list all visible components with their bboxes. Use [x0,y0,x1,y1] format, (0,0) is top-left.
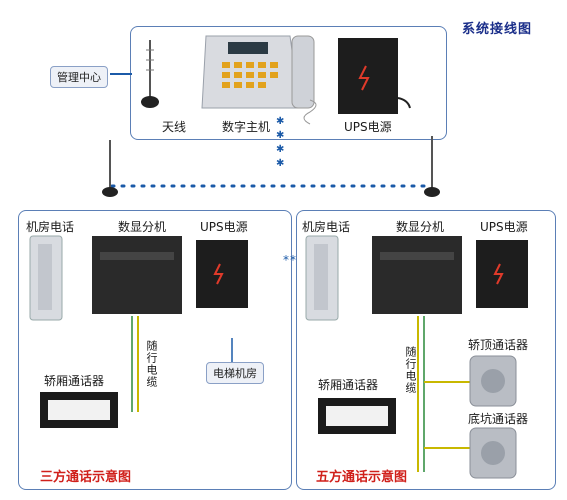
left-room-phone-icon [29,235,63,321]
right-cable-label: 随行电缆 [404,346,417,394]
top-ups-icon [338,38,411,114]
top-antenna-label: 天线 [162,120,187,134]
right-panel-caption: 五方通话示意图 [316,470,408,485]
left-panel-caption: 三方通话示意图 [40,470,132,485]
svg-text:✱: ✱ [276,158,284,169]
right-car-phone-icon [318,398,396,434]
right-pit-label: 底坑通话器 [468,412,529,426]
host-bus-link: ✱ ✱ ✱ ✱ [276,116,284,169]
left-display-ext-icon [92,236,182,314]
right-panel [296,210,556,490]
left-room-phone-label: 机房电话 [26,220,75,234]
diagram-title: 系统接线图 [462,22,533,37]
top-panel [130,26,447,140]
right-car-top-intercom-icon [469,355,517,407]
elevator-room-tag: 电梯机房 [206,362,264,384]
left-ups-label: UPS电源 [200,220,248,234]
right-display-ext-label: 数显分机 [396,220,445,234]
left-antenna-icon [102,140,118,197]
left-display-ext-label: 数显分机 [118,220,167,234]
right-car-top-label: 轿顶通话器 [468,338,529,352]
right-car-phone-label: 轿厢通话器 [318,378,379,392]
left-panel [18,210,292,490]
right-antenna-icon [424,136,440,197]
right-pit-intercom-icon [469,427,517,479]
top-host-label: 数字主机 [222,120,271,134]
right-room-phone-icon [305,235,339,321]
right-room-phone-label: 机房电话 [302,220,351,234]
svg-text:✱: ✱ [276,130,284,141]
top-antenna-icon [141,40,159,108]
svg-text:✱: ✱ [276,144,284,155]
digital-host-icon [201,35,317,125]
svg-text:*: * [283,253,289,267]
top-ups-label: UPS电源 [344,120,392,134]
right-display-ext-icon [372,236,462,314]
management-center-tag: 管理中心 [50,66,108,88]
svg-text:✱: ✱ [276,116,284,127]
right-ups-label: UPS电源 [480,220,528,234]
left-car-phone-icon [40,392,118,428]
svg-text:*: * [290,253,296,267]
left-cable-label: 随行电缆 [145,340,158,388]
right-ups-icon [476,240,528,308]
left-ups-icon [196,240,248,308]
left-car-phone-label: 轿厢通话器 [44,374,105,388]
